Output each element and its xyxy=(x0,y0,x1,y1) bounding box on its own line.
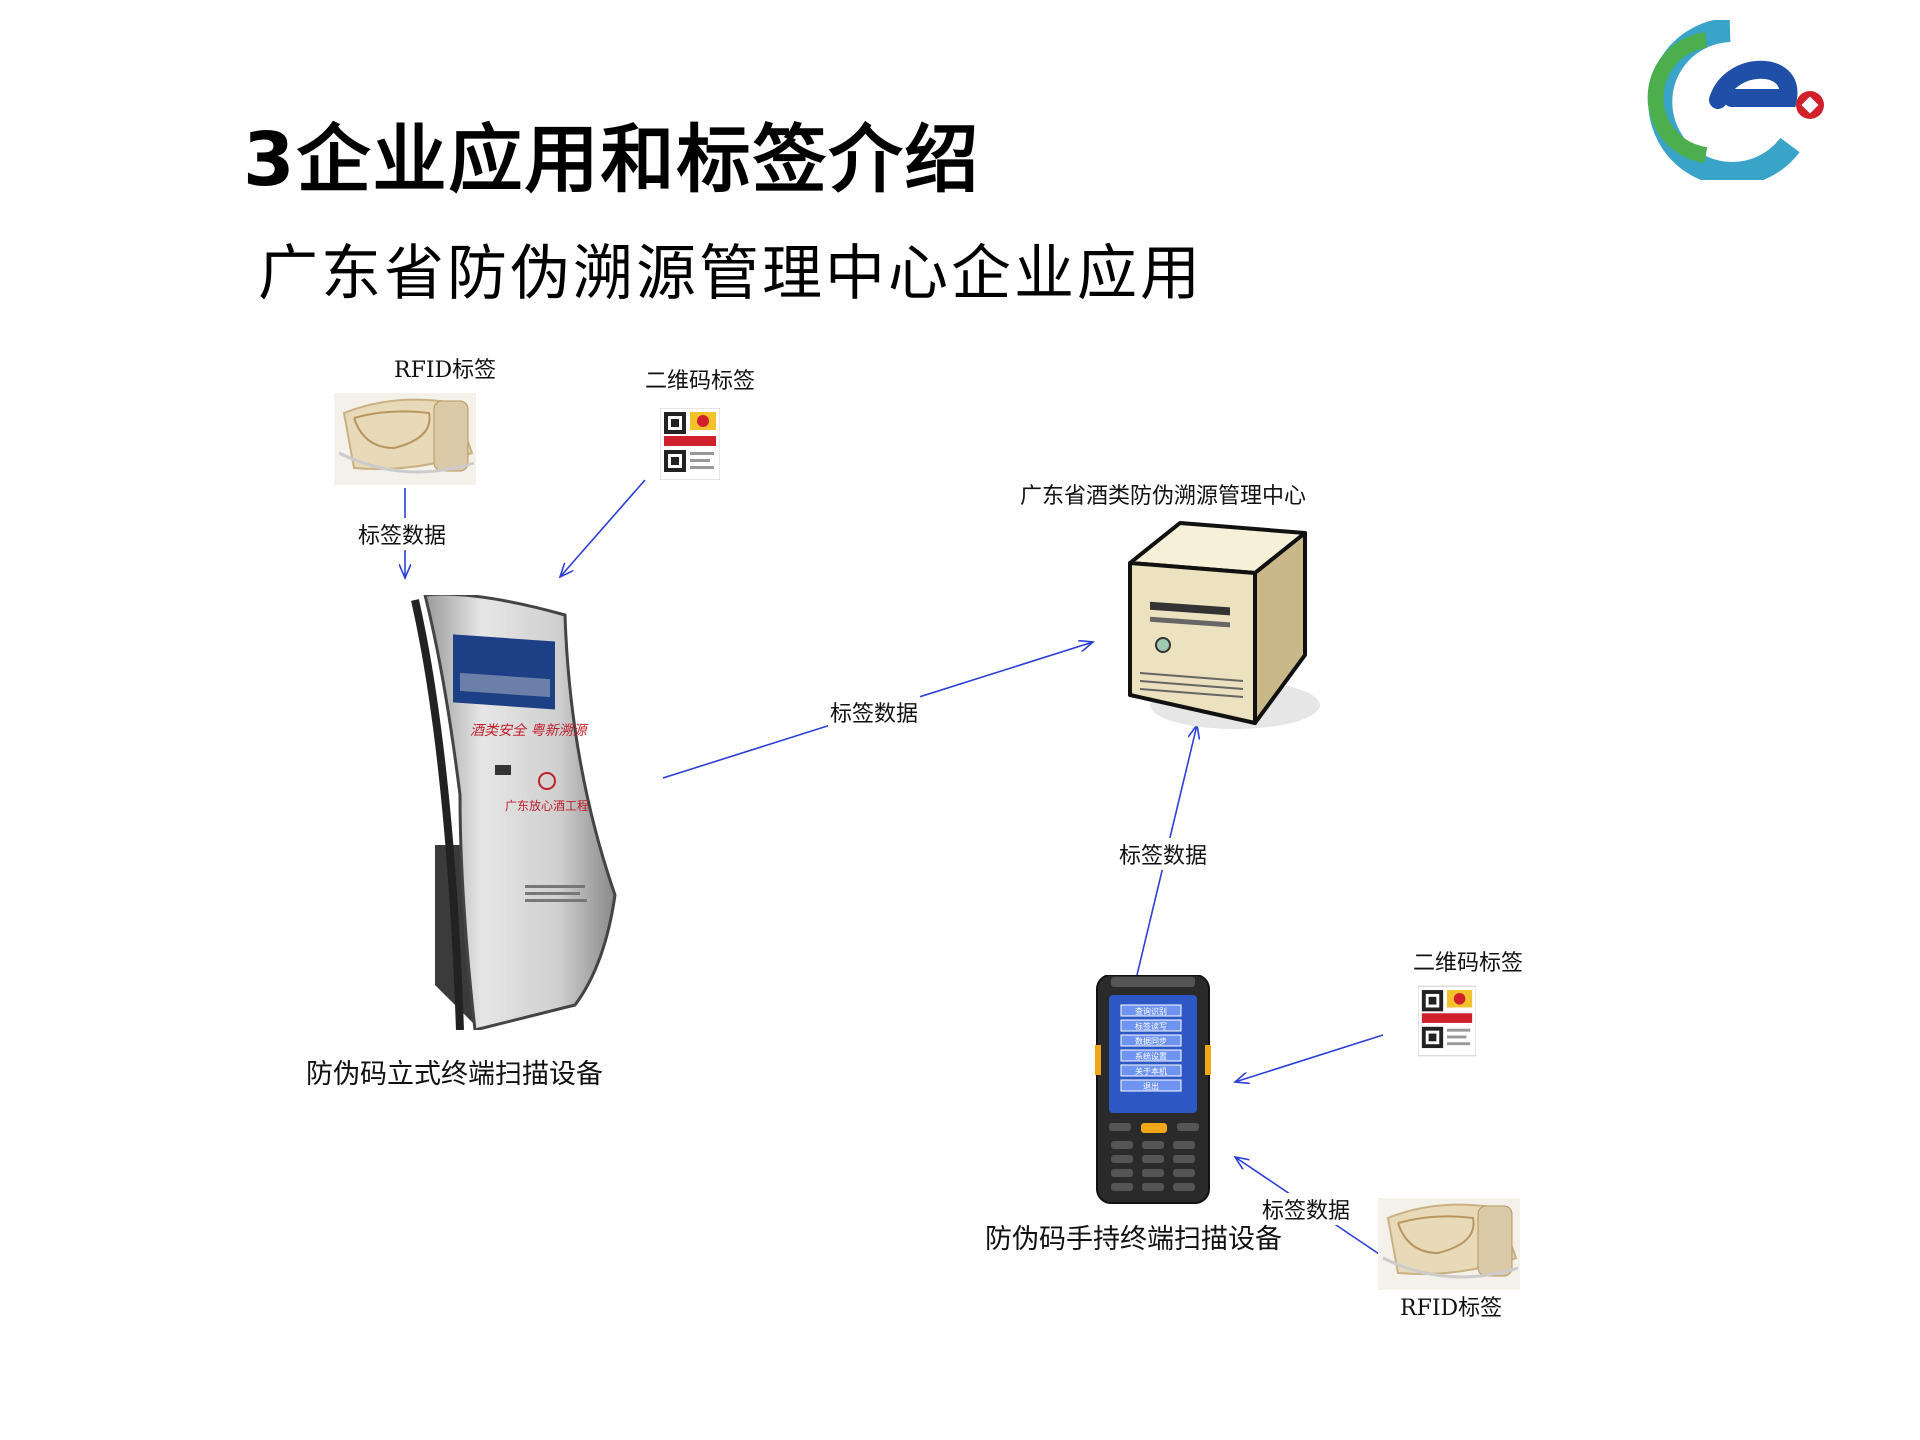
kiosk-brand-text: 广东放心酒工程 xyxy=(505,798,589,813)
handheld-menu-item: 退出 xyxy=(1143,1081,1159,1091)
qr-tag-icon-bottom xyxy=(1418,985,1476,1057)
kiosk-terminal-icon: 酒类安全 粤新溯源 广东放心酒工程 xyxy=(411,595,617,1030)
rfid-tag-icon-bottom xyxy=(1378,1198,1520,1290)
handheld-label: 防伪码手持终端扫描设备 xyxy=(985,1224,1282,1255)
rfid-tag-icon xyxy=(334,393,476,485)
kiosk-banner-text: 酒类安全 粤新溯源 xyxy=(470,723,589,739)
tag-data-label-mid: 标签数据 xyxy=(828,696,921,728)
server-icon xyxy=(1128,521,1320,729)
handheld-menu-item: 关于本机 xyxy=(1135,1066,1167,1076)
handheld-menu-item: 系统设置 xyxy=(1135,1051,1167,1061)
kiosk-label: 防伪码立式终端扫描设备 xyxy=(306,1059,603,1090)
page-subtitle: 广东省防伪溯源管理中心企业应用 xyxy=(258,239,1203,309)
qr-tag-icon xyxy=(660,408,720,480)
tag-data-label-bottom: 标签数据 xyxy=(1260,1193,1353,1225)
qr-tag-label-bottom: 二维码标签 xyxy=(1413,951,1524,976)
rfid-tag-label-top: RFID标签 xyxy=(394,358,497,383)
company-logo-icon xyxy=(1647,20,1824,180)
handheld-menu-list: 查询识别 标签读写 数据同步 系统设置 关于本机 退出 xyxy=(1120,1004,1182,1092)
handheld-scanner-icon: 查询识别 标签读写 数据同步 系统设置 关于本机 退出 xyxy=(1095,975,1211,1204)
arrow-qr-to-handheld xyxy=(1235,1034,1384,1082)
handheld-menu-item: 标签读写 xyxy=(1135,1021,1167,1031)
handheld-menu-item: 数据同步 xyxy=(1135,1036,1167,1046)
arrow-qr-to-kiosk xyxy=(560,479,646,577)
server-center-label: 广东省酒类防伪溯源管理中心 xyxy=(1020,484,1307,509)
tag-data-label-left: 标签数据 xyxy=(356,518,449,550)
rfid-tag-label-bottom: RFID标签 xyxy=(1400,1296,1503,1321)
tag-data-label-vertical: 标签数据 xyxy=(1117,838,1210,870)
handheld-menu-item: 查询识别 xyxy=(1135,1006,1167,1016)
qr-tag-label-top: 二维码标签 xyxy=(645,369,756,394)
page-title: 3企业应用和标签介绍 xyxy=(243,117,981,203)
